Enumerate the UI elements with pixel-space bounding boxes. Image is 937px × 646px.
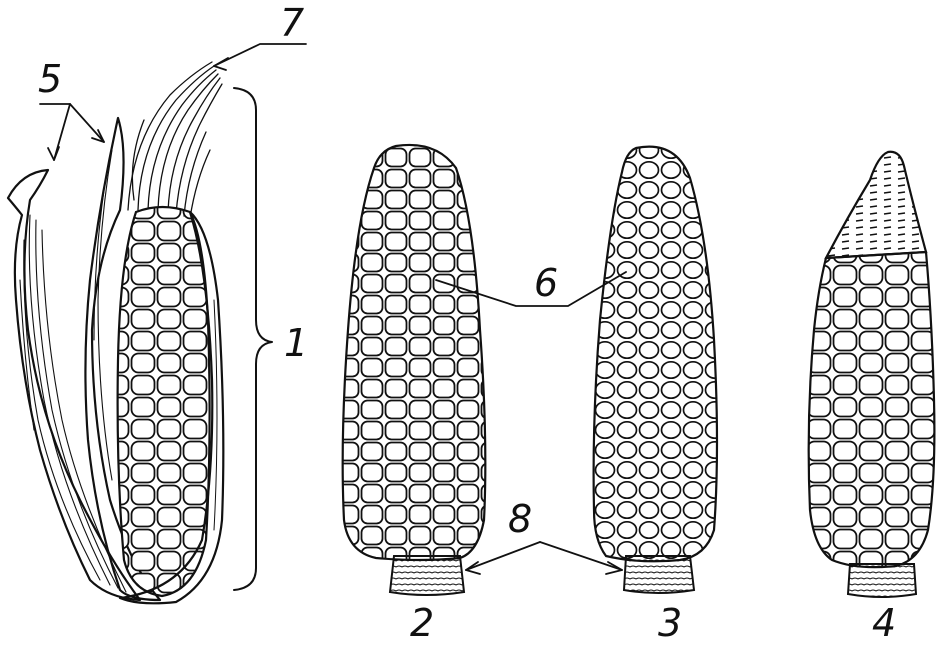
label-cob-3: 3: [658, 601, 682, 645]
label-shank: 8: [508, 497, 532, 541]
cob-2: [343, 145, 486, 595]
kernel-grid-1: [118, 207, 210, 596]
kernel-grid-2: [343, 145, 486, 560]
sterile-tip-4: [826, 152, 926, 258]
label-cob-4: 4: [872, 601, 896, 645]
shank-4: [848, 564, 916, 597]
kernel-grid-4: [809, 252, 935, 567]
silk-strands: [128, 62, 222, 218]
bracket-1: [234, 88, 272, 590]
shank-3: [624, 556, 694, 593]
label-cob-with-husk: 1: [284, 321, 308, 365]
arrow-silk: [214, 44, 306, 70]
label-husk-leaves: 5: [38, 57, 62, 101]
arrow-shank: [466, 542, 622, 574]
arrow-husk-leaves: [40, 104, 104, 160]
cob-3: [594, 147, 717, 593]
cob-in-husk: [8, 44, 306, 603]
kernel-grid-3: [594, 147, 717, 562]
shank-2: [390, 556, 464, 595]
label-silk: 7: [280, 1, 304, 45]
label-kernels: 6: [534, 261, 558, 305]
cob-4: [809, 152, 935, 597]
label-cob-2: 2: [410, 601, 434, 645]
